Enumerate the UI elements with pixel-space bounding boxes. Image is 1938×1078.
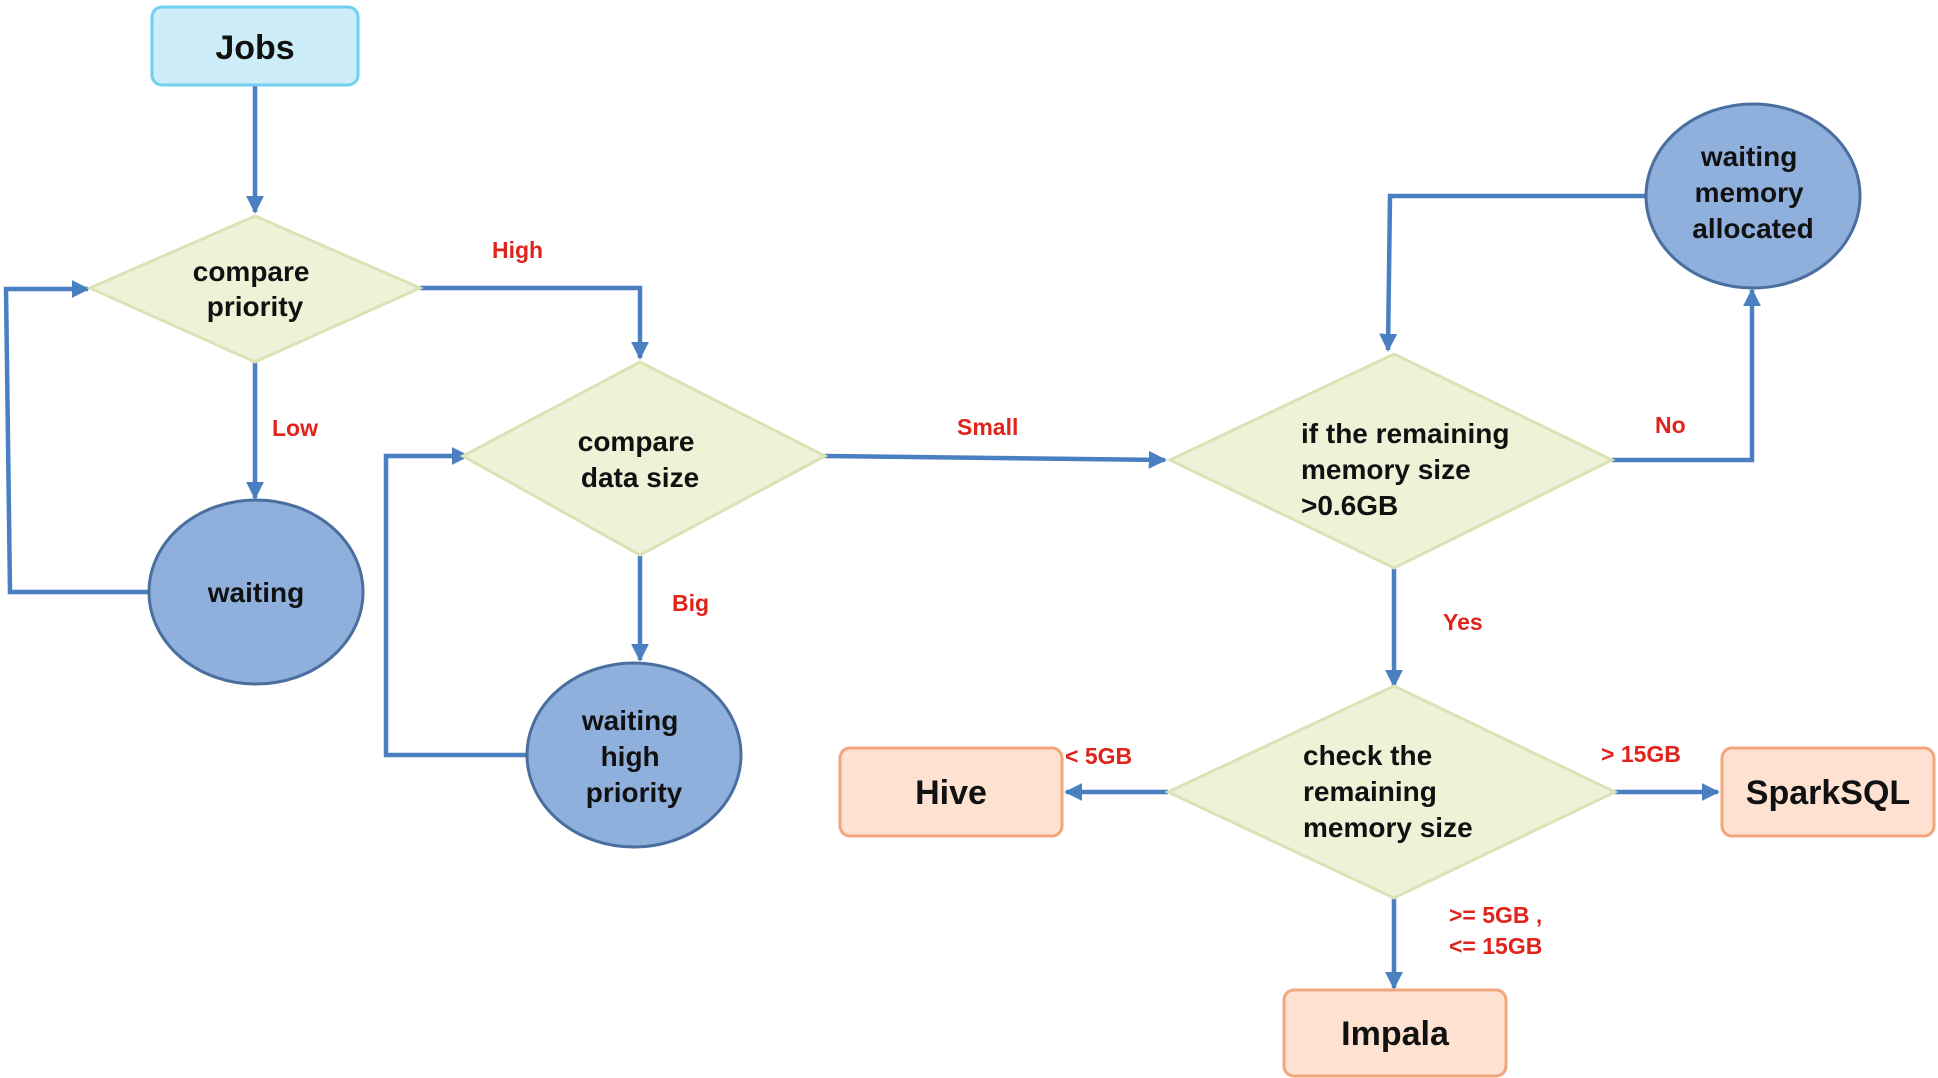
- node-waiting-high-priority-label: waiting high priority: [581, 705, 686, 808]
- edge-memory-allocated-loop: [1379, 193, 1645, 352]
- node-if-remaining-memory: [1166, 352, 1616, 570]
- node-waiting-memory-allocated: [1644, 102, 1862, 290]
- node-hive: [838, 746, 1064, 838]
- edge-label-gt-15gb: > 15GB: [1601, 741, 1681, 767]
- edge-priority-high: [420, 285, 649, 360]
- edge-waiting-high-loop: [383, 447, 528, 758]
- edge-label-no: No: [1655, 412, 1686, 438]
- node-waiting-label: waiting: [207, 577, 304, 608]
- node-compare-priority-label: compare priority: [193, 256, 318, 322]
- edge-label-low: Low: [272, 415, 318, 441]
- node-if-remaining-memory-label: if the remaining memory size >0.6GB: [1301, 418, 1517, 521]
- edge-label-high: High: [492, 237, 543, 263]
- node-sparksql: [1720, 746, 1936, 838]
- node-hive-label: Hive: [915, 774, 987, 812]
- edge-memory-no: [1612, 288, 1761, 463]
- edge-label-yes: Yes: [1443, 609, 1483, 635]
- node-impala: [1282, 988, 1508, 1078]
- node-impala-label: Impala: [1341, 1015, 1450, 1053]
- edge-label-big: Big: [672, 590, 709, 616]
- node-check-remaining-memory: [1164, 684, 1619, 900]
- node-compare-priority: [86, 214, 424, 364]
- edge-label-between: >= 5GB , <= 15GB: [1449, 902, 1549, 959]
- edges: [3, 85, 1761, 990]
- node-waiting: [147, 498, 365, 686]
- edge-label-small: Small: [957, 414, 1018, 440]
- node-jobs-label: Jobs: [215, 29, 294, 67]
- node-waiting-memory-allocated-label: waiting memory allocated: [1692, 141, 1813, 244]
- edge-waiting-loop: [3, 280, 148, 595]
- node-jobs: [150, 5, 360, 87]
- node-compare-data-size: [459, 360, 829, 557]
- edge-size-small: [824, 450, 1167, 469]
- edge-label-lt-5gb: < 5GB: [1065, 743, 1132, 769]
- node-check-remaining-memory-label: check the remaining memory size: [1303, 740, 1473, 843]
- node-sparksql-label: SparkSQL: [1746, 774, 1910, 812]
- edge-labels: High Low Small Big No Yes < 5GB > 15GB >…: [272, 237, 1686, 959]
- node-waiting-high-priority: [525, 661, 743, 849]
- nodes: Jobs compare priority waiting compare da…: [86, 5, 1936, 1078]
- node-compare-data-size-label: compare data size: [578, 426, 703, 493]
